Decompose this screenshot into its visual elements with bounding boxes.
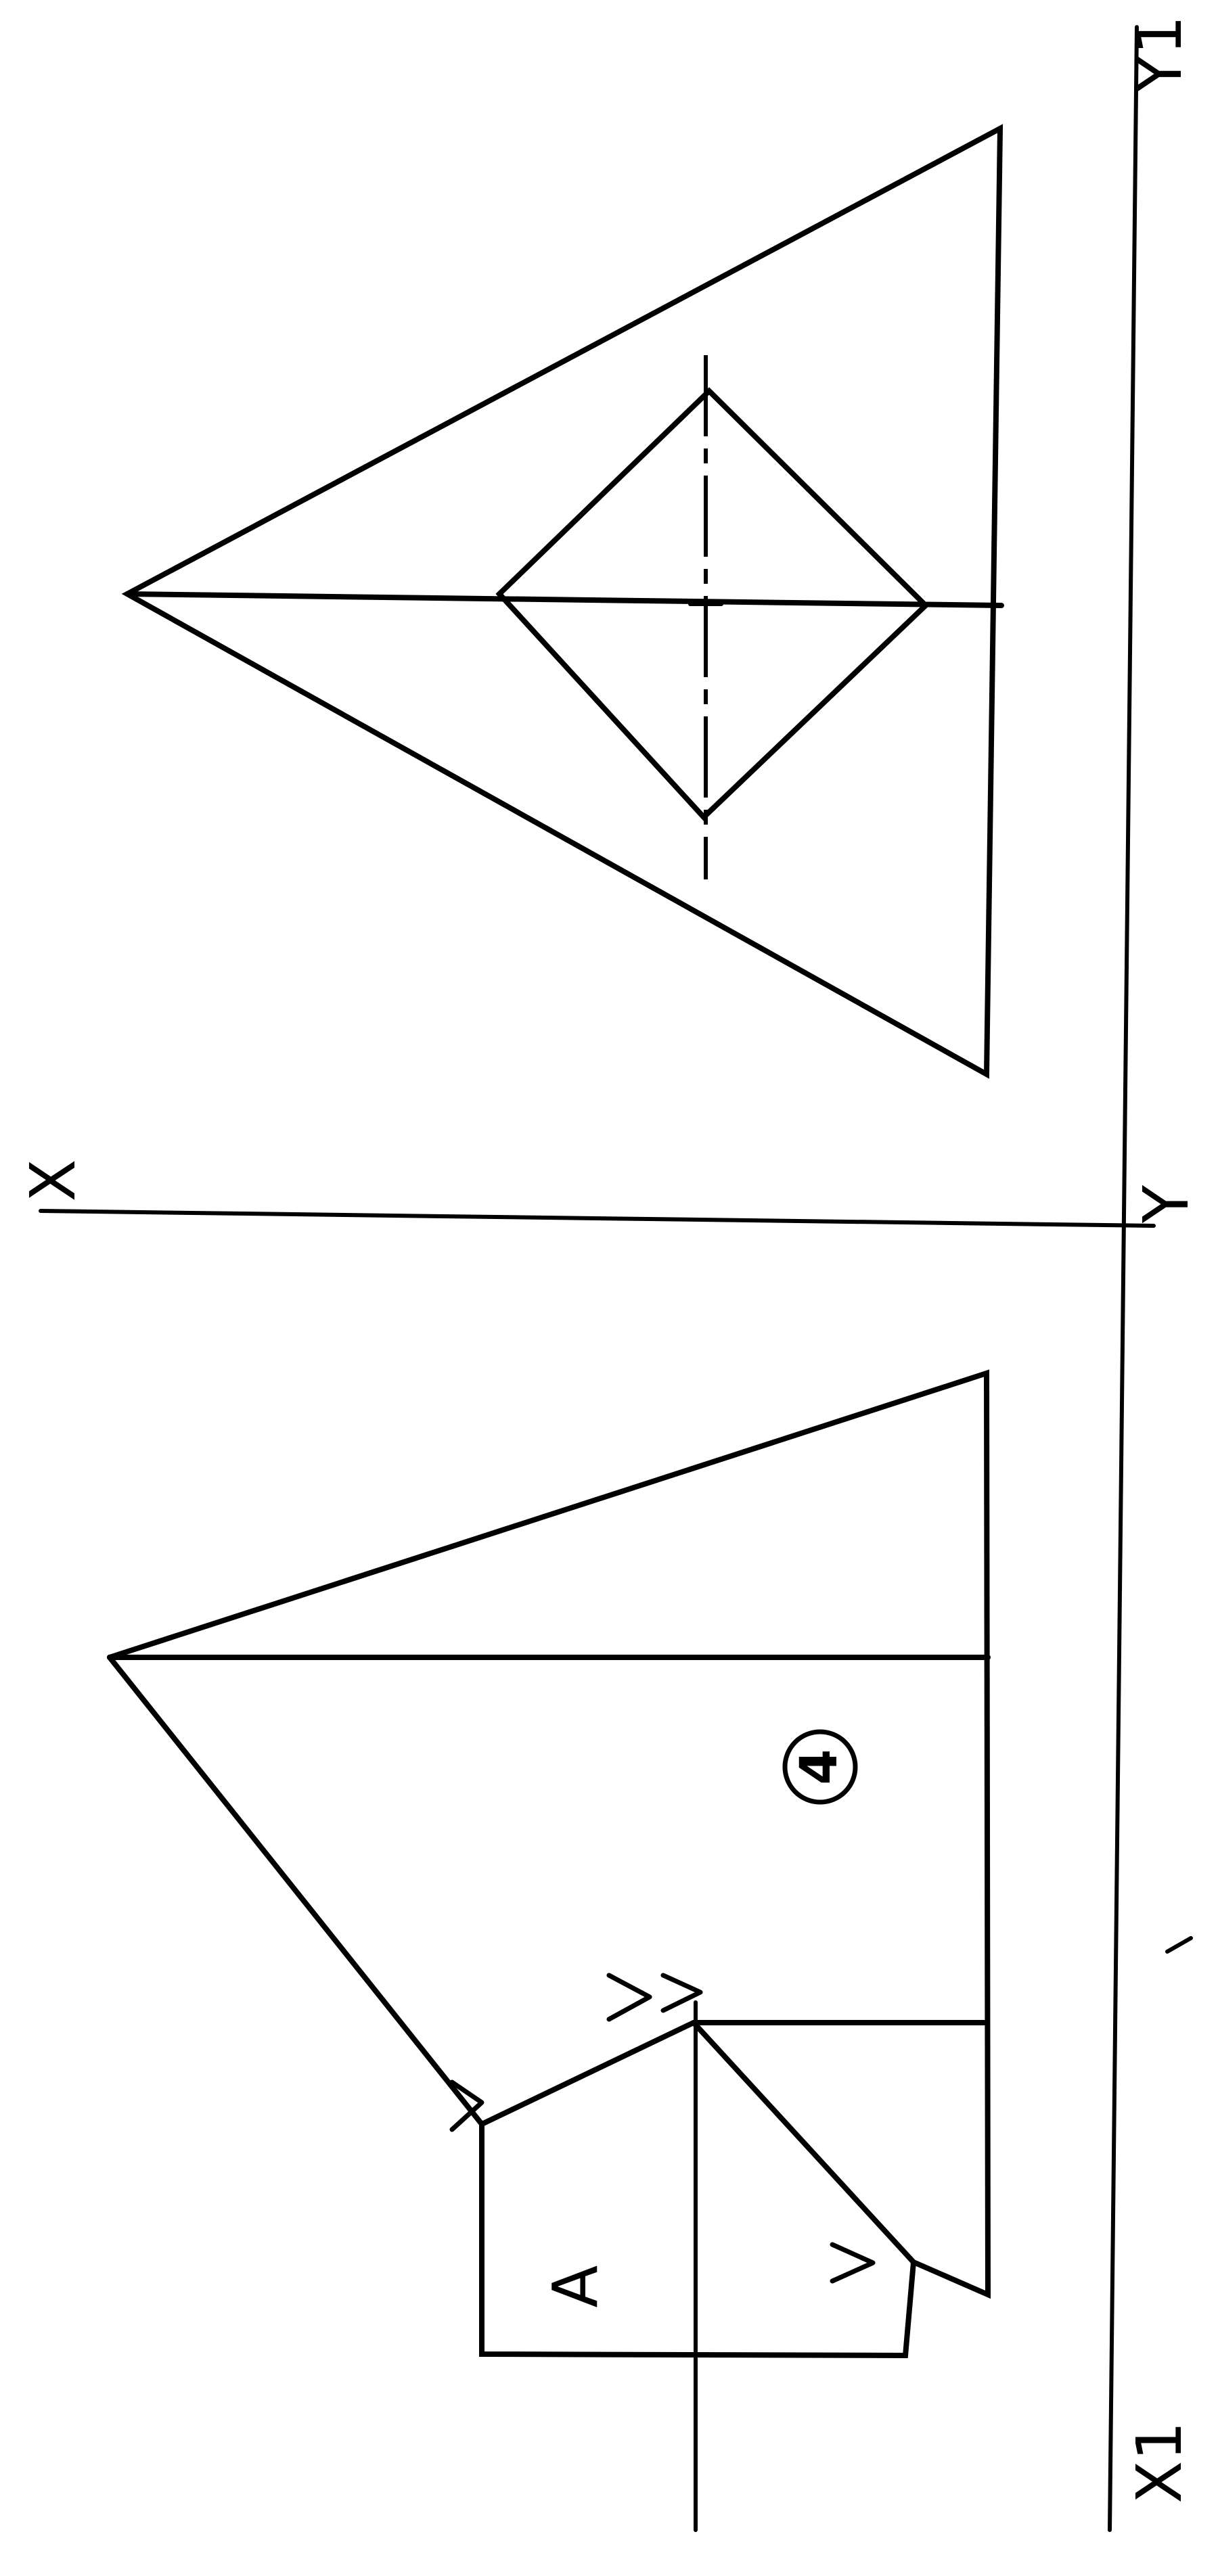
front-view: A 4 xyxy=(107,1369,1193,2532)
tick-mark-2 xyxy=(606,1973,652,2022)
label-x: X xyxy=(17,1159,89,1201)
label-a: A xyxy=(539,2265,612,2307)
top-view-axis xyxy=(125,591,1004,608)
front-view-outline xyxy=(107,1369,991,2359)
front-view-axis xyxy=(107,1655,484,2127)
pencil-mark xyxy=(1165,1936,1193,1954)
top-view xyxy=(121,124,1004,1079)
tick-mark-1 xyxy=(449,2079,484,2132)
circled-number-ring xyxy=(782,1729,858,1805)
tick-mark-4 xyxy=(830,2242,876,2284)
label-number-4: 4 xyxy=(788,1749,849,1785)
reference-line-x-y xyxy=(39,1209,1156,1228)
top-view-outline xyxy=(121,124,1003,1079)
tick-mark-3 xyxy=(660,1973,703,2013)
label-y: Y xyxy=(1130,1184,1202,1224)
front-view-section-line xyxy=(691,2020,916,2265)
top-view-square-section xyxy=(495,387,930,821)
label-x1: X1 xyxy=(1123,2421,1196,2504)
label-y1: Y1 xyxy=(1123,16,1196,94)
reference-line-x1-y1 xyxy=(1108,25,1139,2532)
